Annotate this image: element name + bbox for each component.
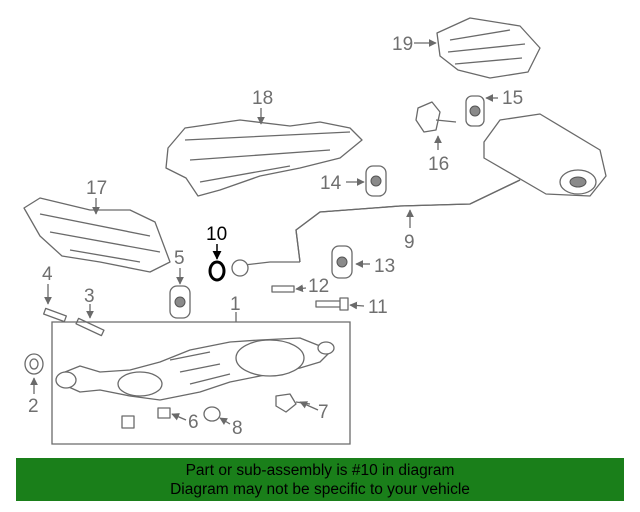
callout-1: 1 bbox=[230, 294, 241, 315]
callout-7: 7 bbox=[318, 402, 329, 423]
bracket-16 bbox=[415, 101, 457, 133]
hanger-14 bbox=[365, 165, 387, 197]
heat-shield-18 bbox=[165, 119, 363, 197]
bolt-3 bbox=[75, 317, 105, 337]
banner-line-2: Diagram may not be specific to your vehi… bbox=[170, 481, 470, 498]
callout-9: 9 bbox=[404, 232, 415, 253]
stud-4 bbox=[42, 307, 68, 323]
banner-line-1: Part or sub-assembly is #10 in diagram bbox=[185, 462, 455, 479]
gasket-8 bbox=[203, 406, 221, 422]
callout-5: 5 bbox=[174, 248, 185, 269]
hanger-15 bbox=[465, 95, 485, 127]
callout-8: 8 bbox=[232, 418, 243, 439]
sensor-7 bbox=[275, 393, 311, 413]
bolt-11 bbox=[315, 297, 349, 311]
callout-6: 6 bbox=[188, 412, 199, 433]
callout-10: 10 bbox=[206, 224, 227, 245]
hanger-13 bbox=[331, 245, 353, 279]
callout-19: 19 bbox=[392, 34, 413, 55]
callout-2: 2 bbox=[28, 396, 39, 417]
gasket-10 bbox=[208, 260, 226, 282]
muffler bbox=[483, 113, 607, 197]
gasket-2 bbox=[24, 353, 44, 375]
hanger-5 bbox=[169, 285, 191, 319]
stud-12 bbox=[271, 285, 295, 293]
callout-15: 15 bbox=[502, 88, 523, 109]
heat-shield-19 bbox=[436, 17, 541, 79]
callout-17: 17 bbox=[86, 178, 107, 199]
heat-shield-17 bbox=[23, 197, 171, 273]
callout-16: 16 bbox=[428, 154, 449, 175]
callout-11: 11 bbox=[368, 297, 388, 318]
callout-3: 3 bbox=[84, 286, 95, 307]
callout-18: 18 bbox=[252, 88, 273, 109]
catalytic-converter-assembly-1 bbox=[51, 312, 351, 445]
info-banner: Part or sub-assembly is #10 in diagram D… bbox=[16, 458, 624, 501]
bolt-6 bbox=[121, 407, 171, 429]
callout-13: 13 bbox=[374, 256, 395, 277]
callout-14: 14 bbox=[320, 173, 342, 194]
exhaust-parts-diagram: 19 18 17 15 16 14 10 9 13 12 11 5 4 3 1 … bbox=[23, 17, 607, 445]
callout-12: 12 bbox=[308, 276, 329, 297]
callout-4: 4 bbox=[42, 264, 53, 285]
center-pipe-9 bbox=[231, 179, 521, 277]
